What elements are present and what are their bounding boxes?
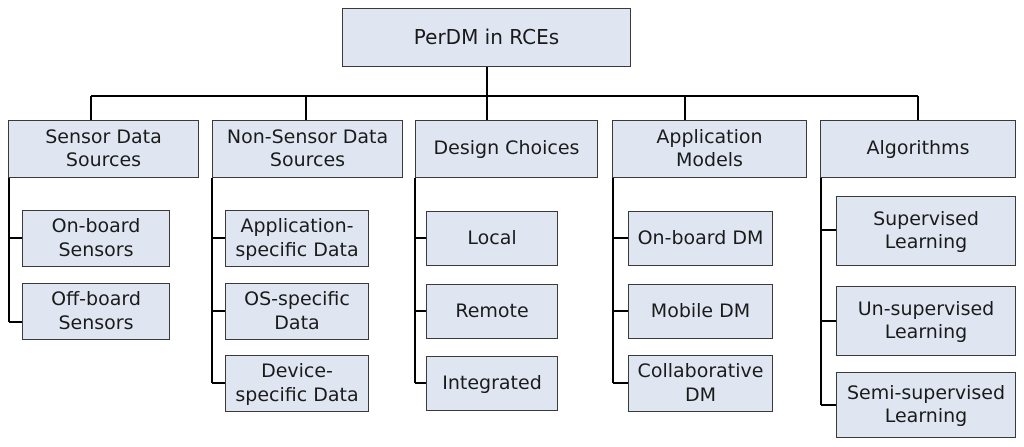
leaf-integrated: Integrated (426, 356, 558, 411)
category-non-sensor-data-sources: Non-Sensor Data Sources (212, 120, 403, 178)
leaf-remote: Remote (426, 284, 558, 339)
leaf-un-supervised-learning: Un-supervised Learning (836, 286, 1016, 356)
category-design-choices: Design Choices (415, 120, 598, 178)
leaf-off-board-sensors: Off-board Sensors (22, 283, 170, 340)
leaf-semi-supervised-learning: Semi-supervised Learning (836, 372, 1016, 438)
leaf-application-specific-data: Application- specific Data (225, 210, 369, 267)
leaf-mobile-dm: Mobile DM (628, 284, 773, 339)
leaf-on-board-dm: On-board DM (628, 211, 773, 266)
leaf-os-specific-data: OS-specific Data (225, 283, 369, 340)
category-application-models: Application Models (612, 120, 807, 178)
leaf-collaborative-dm: Collaborative DM (628, 355, 773, 412)
leaf-device-specific-data: Device- specific Data (225, 355, 369, 412)
category-sensor-data-sources: Sensor Data Sources (8, 120, 199, 178)
leaf-supervised-learning: Supervised Learning (836, 196, 1016, 266)
leaf-on-board-sensors: On-board Sensors (22, 210, 170, 267)
leaf-local: Local (426, 211, 558, 266)
root-node: PerDM in RCEs (342, 8, 631, 67)
category-algorithms: Algorithms (820, 120, 1016, 178)
